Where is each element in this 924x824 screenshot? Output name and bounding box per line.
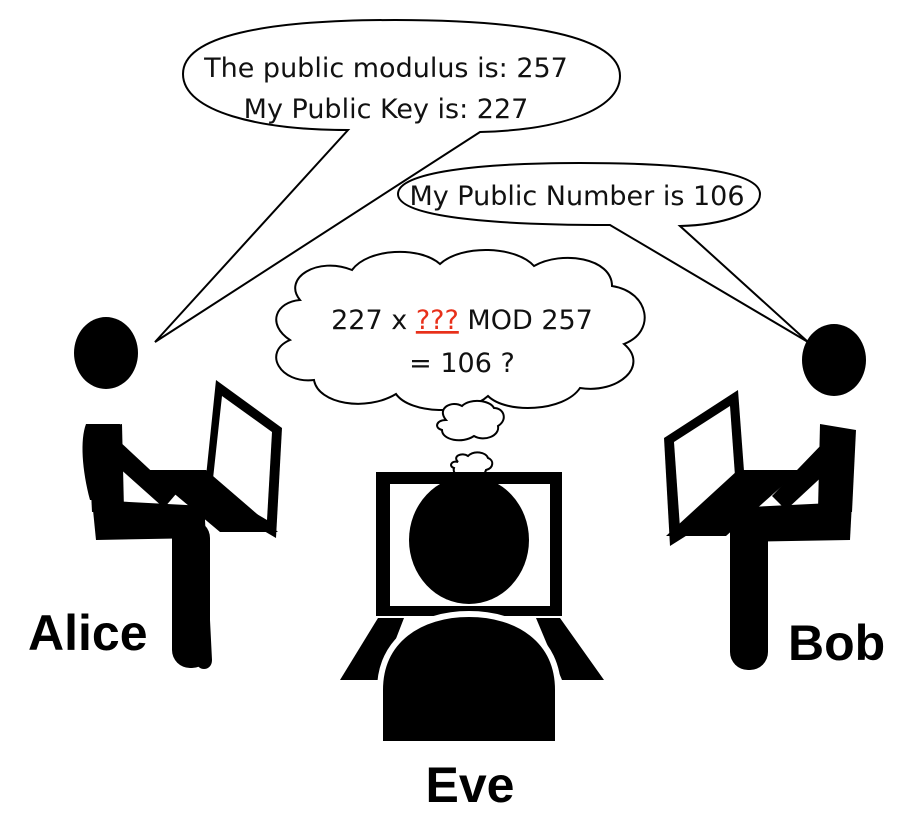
bob-speech-text: My Public Number is 106 [409,181,744,212]
alice-name-label: Alice [28,605,148,661]
eve-person-icon [340,476,604,747]
eve-thought-line-2: = 106 ? [409,348,515,379]
eve-figure: Eve [340,472,604,813]
bob-figure: Bob [664,324,885,671]
alice-speech-line-2: My Public Key is: 227 [244,94,529,125]
eve-thought-line-1: 227 x ??? MOD 257 [331,305,593,336]
alice-speech-bubble: The public modulus is: 257 My Public Key… [154,18,622,343]
bob-speech-bubble: My Public Number is 106 [396,161,809,343]
eve-thought-suffix: MOD 257 [459,305,593,336]
eve-thought-cloud: 227 x ??? MOD 257 = 106 ? [275,248,646,478]
alice-speech-line-1: The public modulus is: 257 [203,53,568,84]
alice-laptop-icon [146,380,282,538]
thought-puff-small [450,451,494,478]
bob-laptop-icon [664,390,800,546]
bob-name-label: Bob [788,615,885,671]
thought-puff-large [436,400,505,442]
eve-thought-prefix: 227 x [331,305,416,336]
alice-person-icon [74,317,212,669]
eve-thought-unknown: ??? [416,305,459,336]
bob-person-icon [730,324,866,670]
alice-figure: Alice [28,317,282,669]
eve-name-label: Eve [426,757,515,813]
